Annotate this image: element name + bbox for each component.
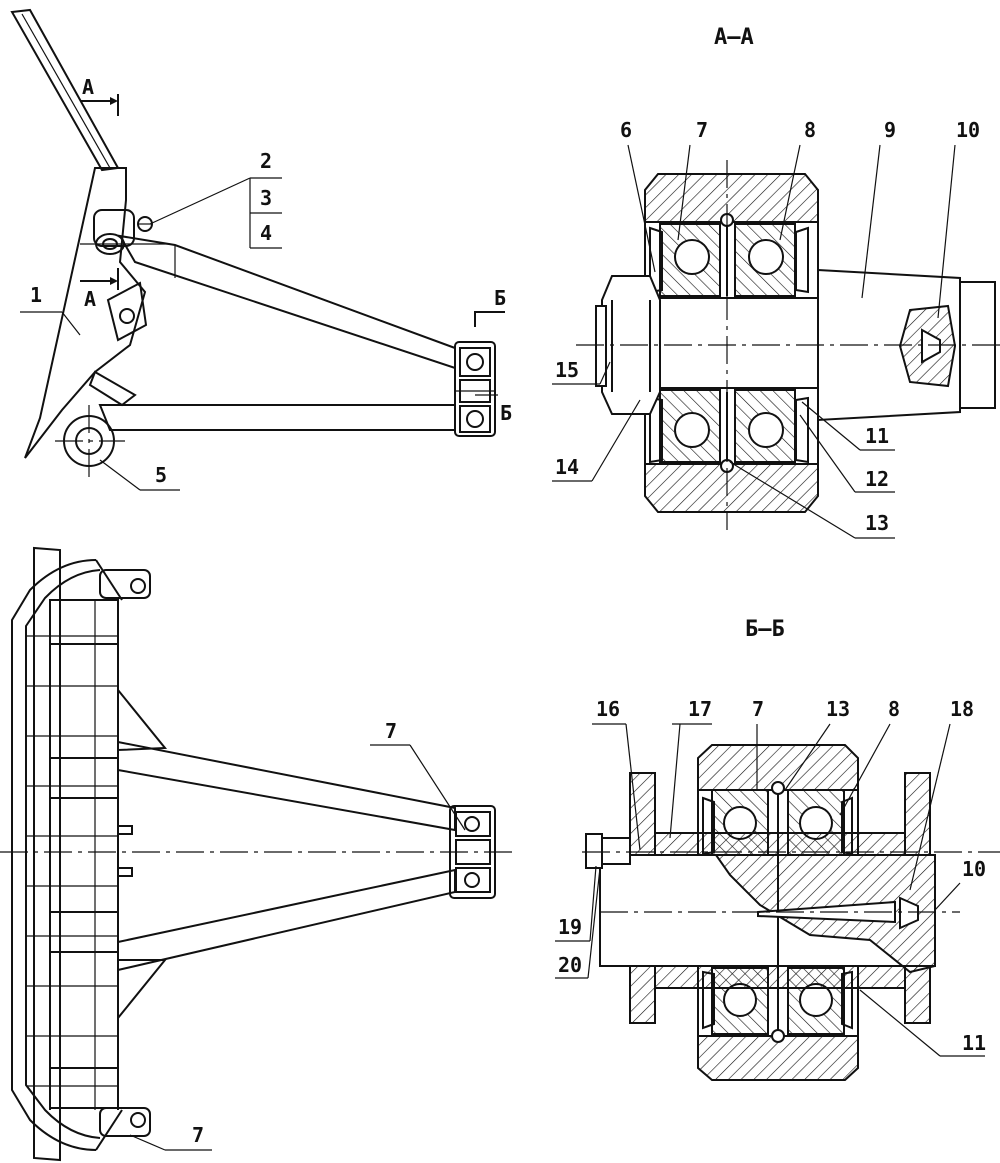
bb-label-18: 18 [950, 697, 974, 721]
cut-mark-a-bottom: А [84, 287, 96, 311]
aa-label-10: 10 [956, 118, 980, 142]
side-label-2: 2 [260, 149, 272, 173]
aa-label-6: 6 [620, 118, 632, 142]
section-a-a-title: А–А [714, 25, 754, 50]
side-label-1: 1 [30, 283, 42, 307]
aa-label-11: 11 [865, 424, 889, 448]
bb-label-10: 10 [962, 857, 986, 881]
aa-label-12: 12 [865, 467, 889, 491]
bb-label-19: 19 [558, 915, 582, 939]
aa-label-14: 14 [555, 455, 579, 479]
bb-label-13: 13 [826, 697, 850, 721]
section-b-b: Б–Б [555, 617, 1000, 1081]
aa-label-7: 7 [696, 118, 708, 142]
bb-label-8: 8 [888, 697, 900, 721]
aa-label-13: 13 [865, 511, 889, 535]
aa-label-9: 9 [884, 118, 896, 142]
section-a-a: А–А [552, 25, 1000, 539]
cut-mark-b-bottom: Б [500, 401, 512, 425]
side-label-5: 5 [155, 463, 167, 487]
bb-label-20: 20 [558, 953, 582, 977]
bb-label-17: 17 [688, 697, 712, 721]
section-b-b-title: Б–Б [745, 617, 785, 642]
aa-label-8: 8 [804, 118, 816, 142]
side-label-4: 4 [260, 221, 272, 245]
bb-label-7: 7 [752, 697, 764, 721]
side-view: 1 2 3 4 5 А А Б Б [10, 8, 512, 491]
cut-mark-b-top: Б [494, 286, 506, 310]
cut-mark-a-top: А [82, 75, 94, 99]
top-view: 7 7 [0, 546, 515, 1162]
top-label-7b: 7 [192, 1123, 204, 1147]
aa-label-15: 15 [555, 358, 579, 382]
bb-label-16: 16 [596, 697, 620, 721]
top-label-7a: 7 [385, 719, 397, 743]
side-label-3: 3 [260, 186, 272, 210]
bb-label-11: 11 [962, 1031, 986, 1055]
